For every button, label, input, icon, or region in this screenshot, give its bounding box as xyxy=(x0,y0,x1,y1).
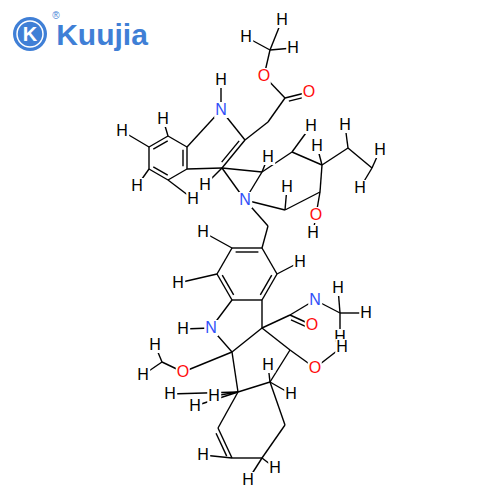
atom-label: H xyxy=(241,472,255,488)
atom-label: H xyxy=(304,118,318,134)
atom-label: H xyxy=(156,111,170,127)
single-bond xyxy=(262,315,290,328)
single-bond xyxy=(262,425,285,458)
atom-label: N xyxy=(308,292,322,308)
single-bond xyxy=(261,300,262,328)
atom-label: H xyxy=(130,178,144,194)
atom-label: O xyxy=(302,84,316,100)
atom-label: H xyxy=(310,138,324,154)
single-bond xyxy=(187,168,222,169)
atom-label: H xyxy=(261,357,275,373)
atom-label: H xyxy=(275,12,289,28)
logo-letter: K xyxy=(22,24,38,44)
single-bond xyxy=(322,148,348,165)
atom-label: H xyxy=(338,117,352,133)
atom-label: O xyxy=(305,317,319,333)
double-bond-inner xyxy=(216,433,227,456)
atom-label: H xyxy=(293,254,307,270)
single-bond xyxy=(262,226,268,248)
atom-label: H xyxy=(136,367,150,383)
atom-label: O xyxy=(309,207,323,223)
atom-label: O xyxy=(257,68,271,84)
atom-label: H xyxy=(284,386,298,402)
atom-label: H xyxy=(335,339,349,355)
atom-label: H xyxy=(148,337,162,353)
atom-label: H xyxy=(198,177,212,193)
watermark-text: Kuujia xyxy=(55,20,149,50)
registered-mark: ® xyxy=(51,11,60,21)
atom-label: H xyxy=(196,447,210,463)
single-bond xyxy=(232,328,262,352)
single-bond xyxy=(268,98,285,122)
single-bond xyxy=(320,165,322,192)
double-bond-inner xyxy=(222,275,233,295)
logo-badge xyxy=(13,17,47,51)
single-bond xyxy=(238,382,270,392)
atom-label: H xyxy=(268,460,282,476)
atom-label: H xyxy=(188,398,202,414)
atom-label: N xyxy=(214,102,228,118)
atom-label: H xyxy=(280,179,294,195)
single-bond xyxy=(183,352,232,372)
single-bond xyxy=(217,248,232,274)
single-bond xyxy=(168,169,187,180)
atom-label: H xyxy=(186,191,200,207)
single-bond xyxy=(222,168,262,172)
atom-label: H xyxy=(207,388,221,404)
single-bond xyxy=(262,328,290,350)
atom-label: H xyxy=(373,142,387,158)
double-bond xyxy=(222,140,245,168)
atom-label: H xyxy=(353,180,367,196)
atom-label: H xyxy=(214,72,228,88)
atom-label: H xyxy=(306,225,320,241)
atom-label: H xyxy=(196,224,210,240)
double-bond-inner xyxy=(153,141,167,149)
atom-label: H xyxy=(176,321,190,337)
double-bond-inner xyxy=(153,167,167,175)
double-bond-inner xyxy=(236,251,259,252)
atom-label: N xyxy=(238,192,252,208)
atom-label: H xyxy=(331,280,345,296)
single-bond xyxy=(245,122,268,140)
atom-label: O xyxy=(176,364,190,380)
atom-label: H xyxy=(359,305,373,321)
atom-label: N xyxy=(204,320,218,336)
atom-label: O xyxy=(308,360,322,376)
single-bond xyxy=(232,299,262,300)
atom-label: H xyxy=(286,40,300,56)
atom-label: H xyxy=(115,123,129,139)
single-bond xyxy=(262,248,277,274)
atom-label: H xyxy=(171,275,185,291)
single-bond xyxy=(232,457,262,458)
double-bond-inner xyxy=(182,150,183,167)
atom-label: H xyxy=(261,149,275,165)
atom-label: H xyxy=(163,386,177,402)
logo-ring xyxy=(17,21,43,47)
double-bond-inner xyxy=(222,141,239,162)
double-bond xyxy=(232,247,262,248)
atom-label: H xyxy=(239,29,253,45)
single-bond xyxy=(232,352,238,392)
double-bond xyxy=(186,147,187,169)
single-bond xyxy=(348,148,372,168)
single-bond xyxy=(168,136,187,147)
single-bond xyxy=(148,147,149,169)
double-bond-inner xyxy=(260,275,271,295)
single-bond xyxy=(270,382,285,425)
